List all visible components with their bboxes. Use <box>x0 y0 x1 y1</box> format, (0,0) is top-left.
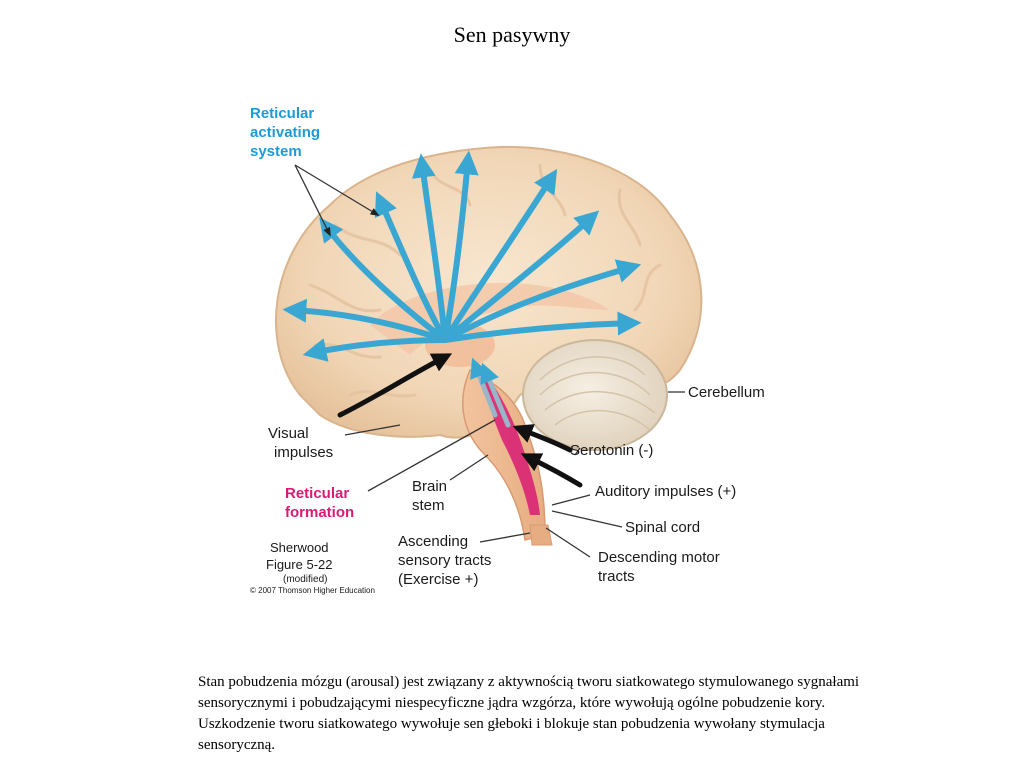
credit-line4: © 2007 Thomson Higher Education <box>250 586 375 595</box>
label-visual-line1: Visual <box>268 425 309 442</box>
label-ascending-line2: sensory tracts <box>398 552 492 569</box>
label-serotonin: Serotonin (-) <box>570 442 654 459</box>
label-ras-line3: system <box>250 143 302 160</box>
brain-diagram: Reticular activating system Cerebellum V… <box>240 95 800 600</box>
label-ascending-line1: Ascending <box>398 533 469 550</box>
label-visual-line2: impulses <box>274 444 334 461</box>
caption-text: Stan pobudzenia mózgu (arousal) jest zwi… <box>198 674 860 753</box>
brain-illustration <box>275 145 703 558</box>
label-spinal-cord: Spinal cord <box>625 519 701 536</box>
label-ascending-line3: (Exercise +) <box>398 571 479 588</box>
label-brainstem-line2: stem <box>412 497 445 514</box>
label-cerebellum: Cerebellum <box>688 384 765 401</box>
label-reticular-line2: formation <box>285 504 355 521</box>
label-reticular-line1: Reticular <box>285 485 350 502</box>
spinal-cord-shape <box>529 524 553 546</box>
label-descending-line2: tracts <box>598 568 635 585</box>
label-auditory: Auditory impulses (+) <box>595 483 737 500</box>
credit-line2: Figure 5-22 <box>266 557 333 572</box>
reticular-formation-band <box>483 370 540 515</box>
slide-title: Sen pasywny <box>453 22 571 47</box>
label-ras-line1: Reticular <box>250 105 315 122</box>
label-descending-line1: Descending motor <box>598 549 720 566</box>
label-ras-line2: activating <box>250 124 321 141</box>
credit-line3: (modified) <box>283 574 328 585</box>
label-brainstem-line1: Brain <box>412 478 448 495</box>
credit-line1: Sherwood <box>270 540 329 555</box>
